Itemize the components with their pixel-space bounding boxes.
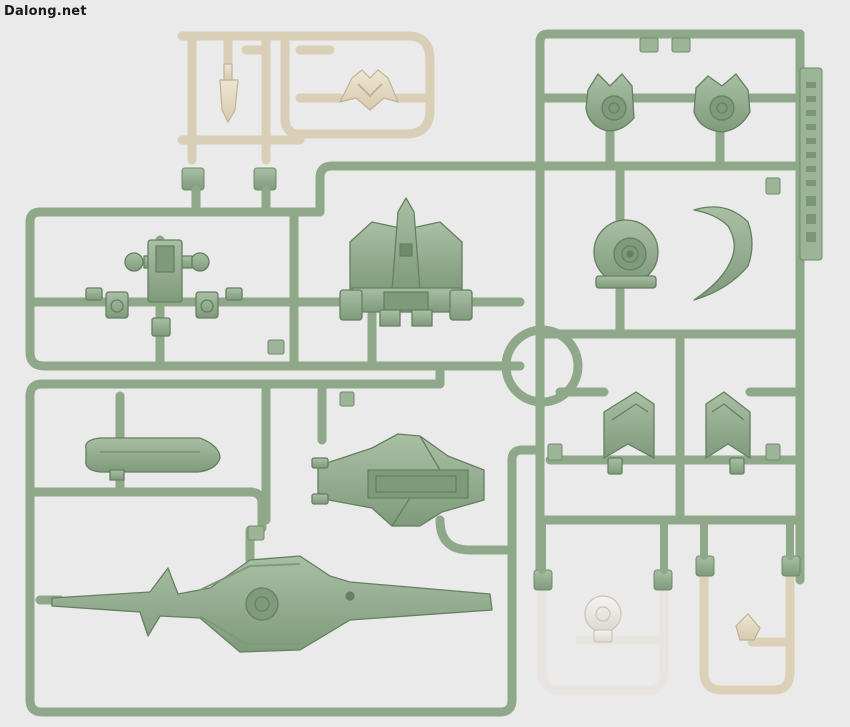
shoulder-part-left xyxy=(585,73,635,132)
joint-assembly-part xyxy=(85,239,243,337)
shoulder-part-right xyxy=(693,73,751,133)
armor-plate-right xyxy=(705,391,751,475)
cream-parts-top xyxy=(219,63,400,124)
cylinder-part xyxy=(85,437,221,481)
green-parts xyxy=(51,73,753,653)
sprue-label-tab xyxy=(799,67,823,261)
armor-plate-left xyxy=(603,391,655,475)
cream-part-bottom xyxy=(735,613,761,641)
round-joint-part xyxy=(593,219,659,289)
white-sprue-connectors xyxy=(533,569,673,591)
sprue-ring xyxy=(501,325,583,407)
torso-part xyxy=(339,197,473,327)
gate-tags xyxy=(247,37,781,541)
long-blade-part xyxy=(51,555,493,653)
watermark-text: Dalong.net xyxy=(4,4,87,19)
leg-part xyxy=(311,433,485,527)
bottom-connector-runners xyxy=(538,516,794,574)
cream-sprue-bottom xyxy=(699,569,795,695)
white-part xyxy=(584,595,622,643)
crescent-blade-part xyxy=(693,206,753,301)
cream-sprue-top xyxy=(177,31,435,165)
cream-sprue-connectors xyxy=(181,167,277,191)
